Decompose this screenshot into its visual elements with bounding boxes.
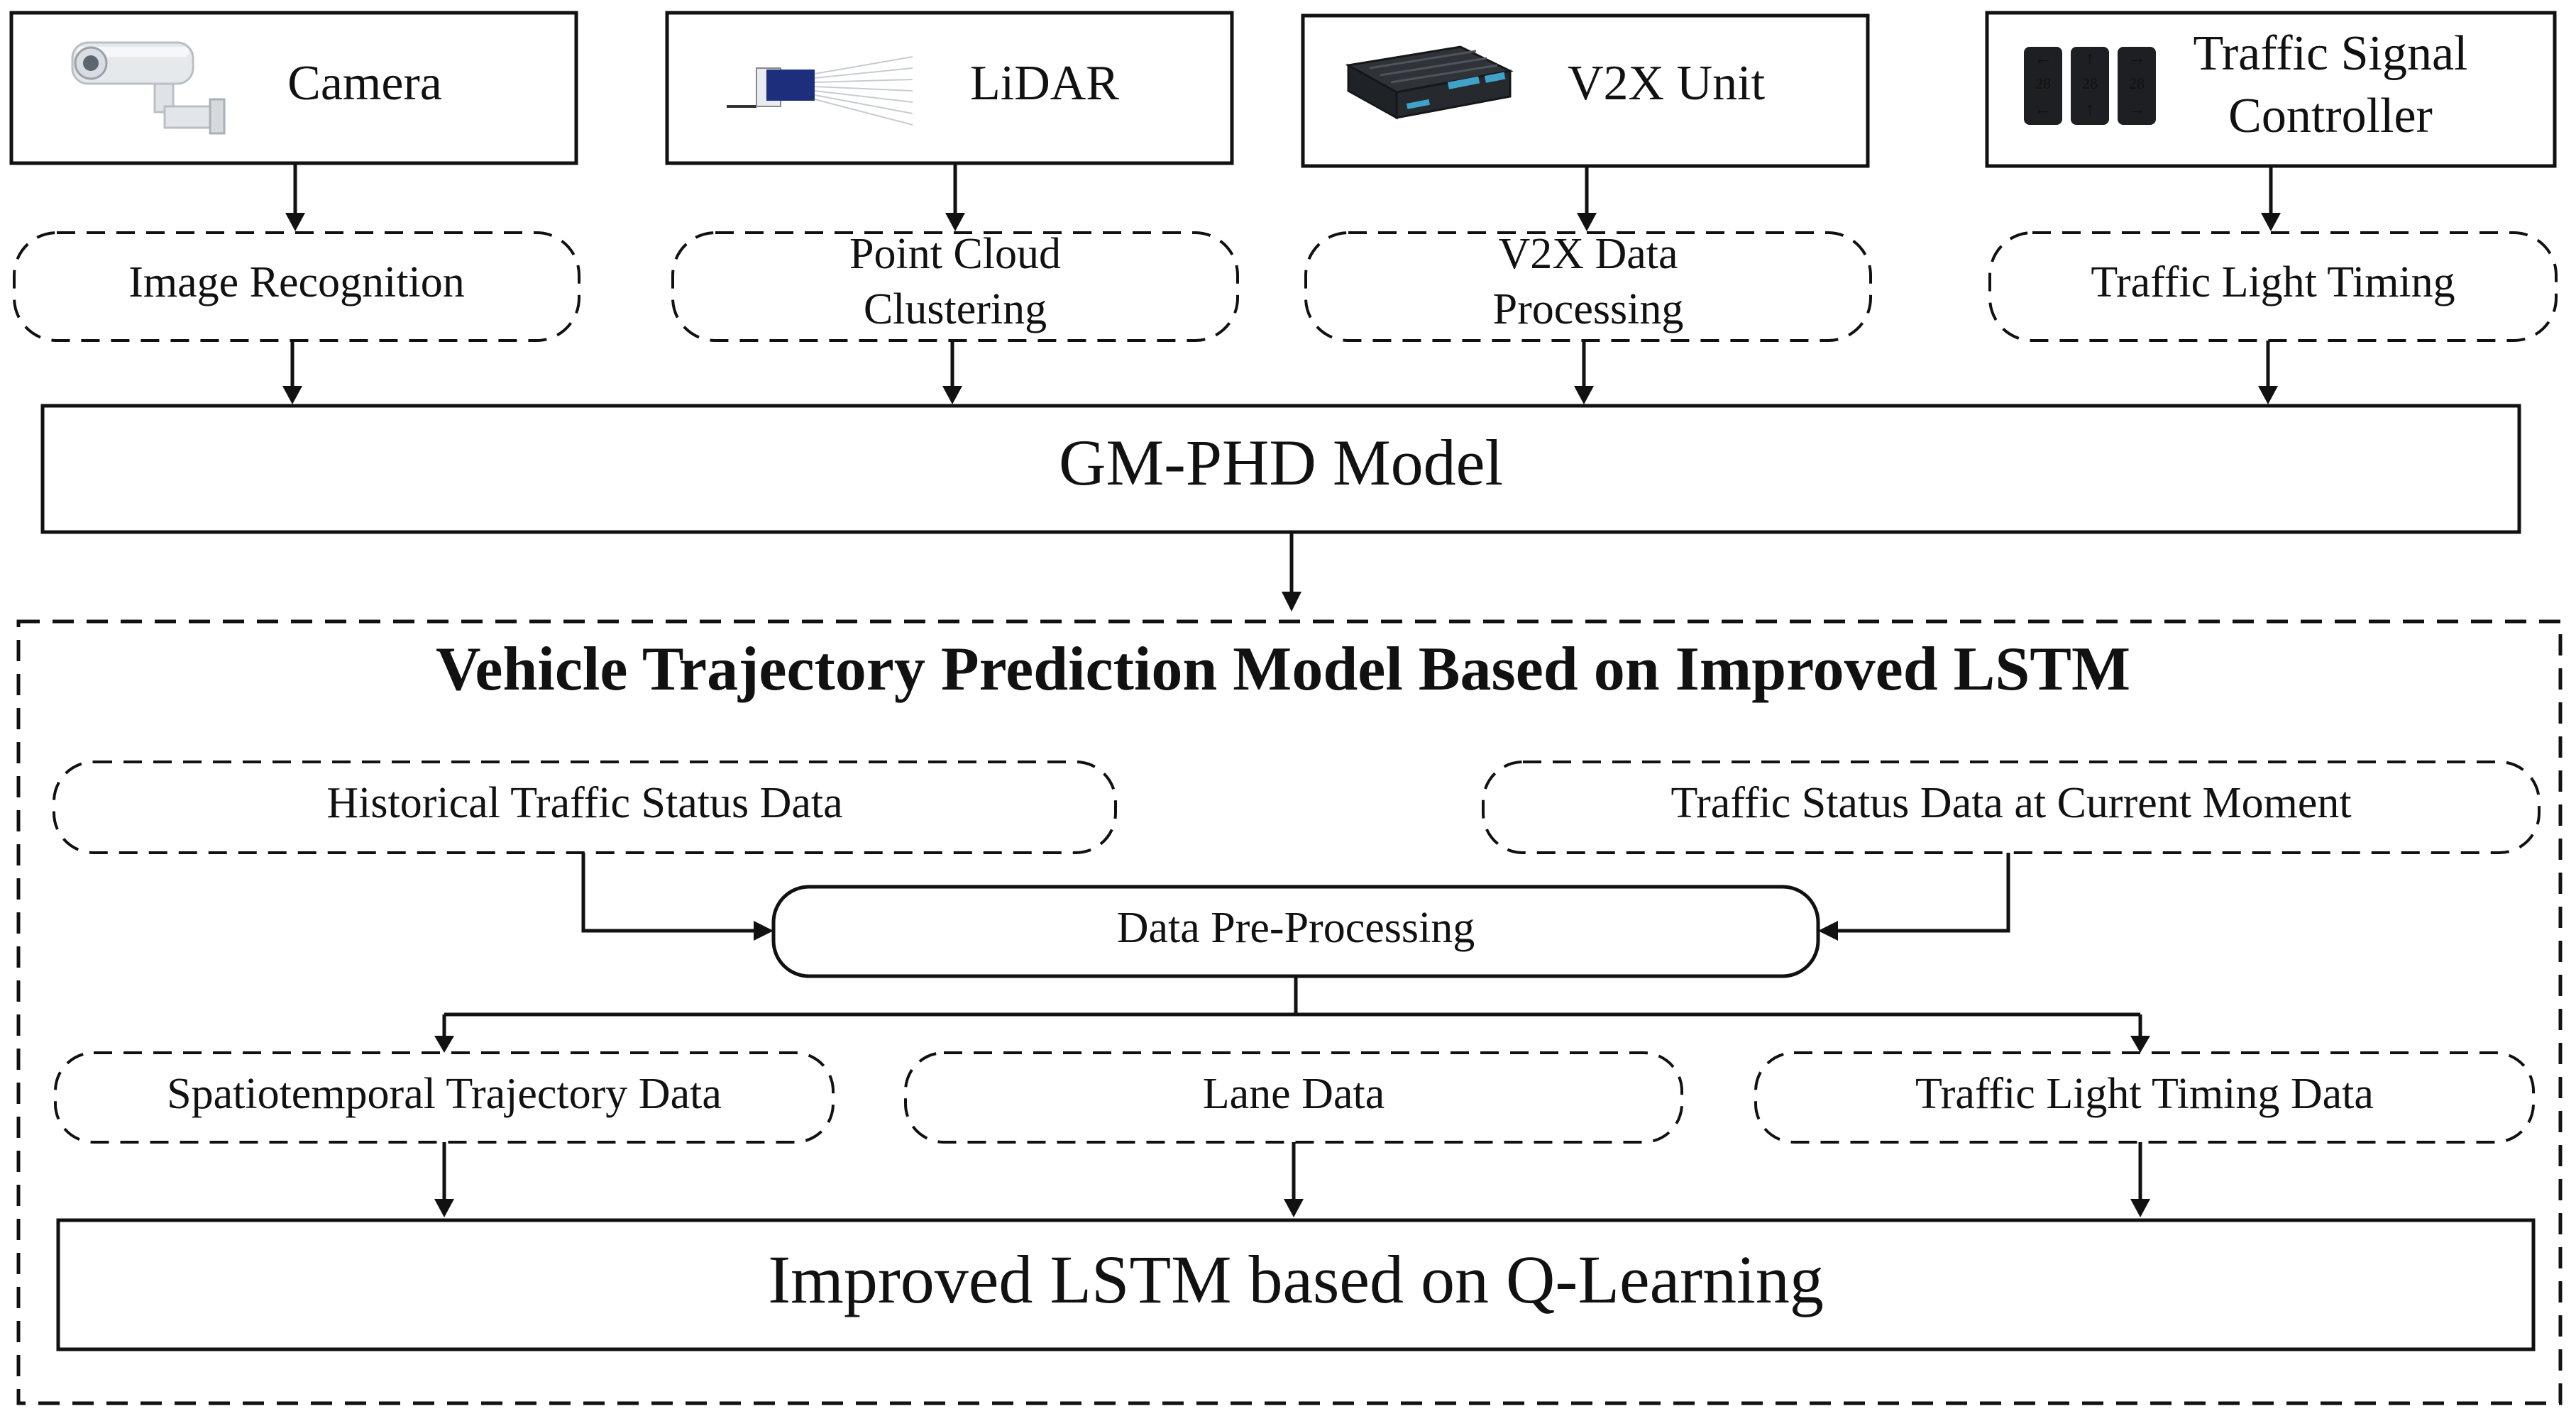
source-to-processing-arrows: [285, 163, 2281, 231]
preprocessing-label: Data Pre-Processing: [1117, 904, 1475, 952]
camera-icon: [71, 41, 226, 135]
point-cloud-label-line1: Point Cloud: [849, 230, 1061, 278]
historical-data-box: Historical Traffic Status Data: [53, 760, 1117, 854]
v2x-source-box: V2X Unit: [1301, 13, 1870, 168]
gm-phd-model-box: GM-PHD Model: [40, 404, 2521, 534]
current-data-label: Traffic Status Data at Current Moment: [1670, 779, 2351, 827]
signal-controller-label-line2: Controller: [2228, 89, 2433, 143]
image-recognition-box: Image Recognition: [13, 231, 580, 342]
image-recognition-label: Image Recognition: [128, 258, 464, 306]
prediction-model-title: Vehicle Trajectory Prediction Model Base…: [436, 635, 2130, 704]
camera-source-box: Camera: [9, 11, 578, 165]
signal-arrow-right-red-icon: →: [2128, 48, 2146, 68]
signal-arrow-right-green-icon: →: [2128, 99, 2146, 119]
fusion-to-prediction-arrow: [1282, 532, 1301, 612]
traffic-light-timing-label: Traffic Light Timing: [2091, 258, 2455, 306]
spatiotemporal-data-label: Spatiotemporal Trajectory Data: [167, 1070, 722, 1118]
traffic-signal-icon: ← 28 ← ↑ 28 ↑ → 28 →: [2024, 47, 2156, 125]
v2x-device-icon: [1345, 45, 1514, 120]
lane-data-box: Lane Data: [904, 1051, 1683, 1144]
signal-head-left: ← 28 ←: [2024, 47, 2062, 125]
v2x-processing-label-line1: V2X Data: [1498, 230, 1678, 278]
point-cloud-label-line2: Clustering: [864, 285, 1047, 333]
signal-controller-source-box: ← 28 ← ↑ 28 ↑ → 28 → Traffic Signal Cont…: [1985, 11, 2557, 168]
signal-controller-label-line1: Traffic Signal: [2194, 26, 2468, 81]
lidar-source-box: LiDAR: [665, 11, 1234, 165]
data-to-lstm-arrows: [434, 1142, 2150, 1217]
signal-arrow-left-green-icon: ←: [2034, 99, 2052, 119]
processing-to-fusion-arrows: [282, 341, 2278, 404]
v2x-processing-label-line2: Processing: [1493, 285, 1684, 333]
light-timing-data-box: Traffic Light Timing Data: [1754, 1051, 2535, 1144]
v2x-label: V2X Unit: [1568, 56, 1766, 111]
historical-data-label: Historical Traffic Status Data: [326, 779, 842, 827]
signal-head-right: → 28 →: [2118, 47, 2156, 125]
lidar-label: LiDAR: [970, 56, 1119, 111]
point-cloud-clustering-box: Point Cloud Clustering: [671, 230, 1239, 342]
v2x-data-processing-box: V2X Data Processing: [1304, 230, 1872, 342]
signal-countdown-left: 28: [2035, 74, 2051, 92]
signal-arrow-up-green-icon: ↑: [2086, 99, 2095, 119]
signal-countdown-right: 28: [2129, 74, 2145, 92]
traffic-light-timing-box: Traffic Light Timing: [1988, 231, 2558, 342]
preprocessing-box: Data Pre-Processing: [771, 885, 1820, 978]
trajectory-prediction-container: Vehicle Trajectory Prediction Model Base…: [16, 619, 2563, 1405]
light-timing-data-label: Traffic Light Timing Data: [1915, 1070, 2374, 1118]
lane-data-label: Lane Data: [1203, 1070, 1385, 1118]
gm-phd-model-label: GM-PHD Model: [1059, 426, 1503, 499]
current-data-box: Traffic Status Data at Current Moment: [1482, 760, 2541, 854]
data-to-preprocessing-arrows: [581, 853, 2010, 941]
camera-label: Camera: [287, 56, 442, 111]
spatiotemporal-data-box: Spatiotemporal Trajectory Data: [54, 1051, 835, 1144]
lidar-icon: [727, 56, 913, 126]
preprocessing-split-arrows: [434, 976, 2150, 1053]
signal-arrow-up-red-icon: ↑: [2086, 48, 2095, 68]
signal-countdown-middle: 28: [2082, 74, 2098, 92]
improved-lstm-box: Improved LSTM based on Q-Learning: [56, 1218, 2536, 1351]
signal-head-middle: ↑ 28 ↑: [2071, 47, 2109, 125]
signal-arrow-left-red-icon: ←: [2034, 48, 2052, 68]
improved-lstm-label: Improved LSTM based on Q-Learning: [768, 1241, 1824, 1317]
